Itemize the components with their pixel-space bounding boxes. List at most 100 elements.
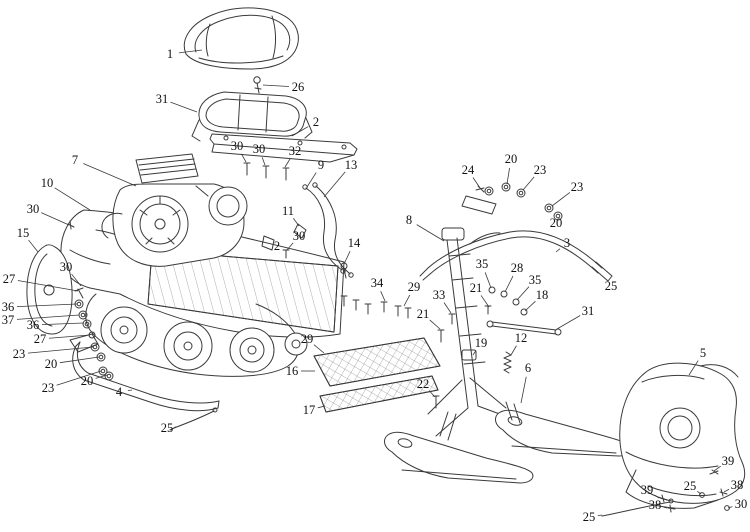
part-number-20: 20: [45, 357, 58, 371]
part-number-19: 19: [475, 336, 488, 350]
leader-line-23: [27, 346, 94, 354]
part-number-25: 25: [583, 510, 596, 524]
leader-line-8: [416, 224, 445, 242]
part-number-26: 26: [292, 80, 305, 94]
throttle-cables: [302, 182, 354, 278]
part-number-4: 4: [116, 385, 123, 399]
leader-line-23: [56, 370, 102, 386]
part-number-36: 36: [2, 300, 15, 314]
part-number-20: 20: [550, 216, 563, 230]
handlebar: [419, 230, 613, 282]
part-number-20: 20: [81, 374, 94, 388]
part-number-23: 23: [534, 163, 547, 177]
leader-line-1: [178, 49, 203, 54]
part-number-3: 3: [564, 236, 570, 250]
part-number-38: 38: [731, 478, 744, 492]
part-number-30: 30: [253, 142, 266, 156]
leader-line-38: [723, 488, 730, 493]
leader-line-39: [654, 494, 660, 499]
leader-line-6: [520, 376, 527, 404]
skis: [384, 401, 633, 484]
part-number-30: 30: [293, 229, 306, 243]
part-number-24: 24: [462, 163, 475, 177]
part-number-38: 38: [649, 498, 662, 512]
leader-line-24: [472, 177, 481, 189]
part-number-27: 27: [3, 272, 16, 286]
running-board-upper: [313, 337, 441, 387]
leader-line-36: [16, 303, 78, 308]
part-number-21: 21: [417, 307, 430, 321]
leader-line-35: [516, 286, 530, 301]
part-number-36: 36: [27, 318, 40, 332]
leader-line-30: [286, 242, 294, 251]
part-number-39: 39: [722, 454, 735, 468]
leader-line-20: [59, 356, 100, 364]
part-number-35: 35: [529, 273, 542, 287]
leader-line-26: [262, 84, 290, 87]
headlight: [659, 407, 701, 449]
part-number-23: 23: [13, 347, 26, 361]
leader-line-15: [28, 239, 39, 253]
part-number-22: 22: [417, 377, 430, 391]
leader-line-5: [688, 360, 699, 376]
leader-line-30: [71, 273, 82, 287]
part-number-37: 37: [2, 313, 15, 327]
leader-line-2: [291, 126, 309, 137]
leader-line-13: [323, 171, 346, 198]
track-assembly: [85, 293, 308, 377]
side-panel: [26, 244, 73, 335]
steering-linkage: [437, 286, 562, 374]
fairing-cable: [601, 498, 674, 517]
leader-line-22: [428, 390, 436, 398]
part-number-16: 16: [286, 364, 299, 378]
leader-line-33: [443, 302, 452, 314]
front-bumper: [69, 333, 220, 412]
leader-line-31: [556, 315, 581, 330]
part-number-14: 14: [348, 236, 361, 250]
leader-line-27: [17, 280, 79, 292]
part-number-23: 23: [571, 180, 584, 194]
top-fasteners: [243, 162, 290, 181]
leader-line-31: [170, 101, 198, 113]
part-number-25: 25: [605, 279, 618, 293]
leader-line-37: [16, 314, 80, 320]
engine: [101, 153, 248, 267]
part-number-32: 32: [289, 144, 302, 158]
fairing: [619, 362, 746, 509]
fairing-fasteners: [659, 469, 730, 513]
leader-line-17: [317, 405, 326, 409]
leader-line-30: [261, 157, 266, 166]
misc-brackets: [261, 223, 307, 259]
part-number-30: 30: [60, 260, 73, 274]
leader-line-30: [241, 153, 247, 163]
chassis-tunnel: [60, 209, 345, 338]
part-number-27: 27: [34, 332, 47, 346]
part-number-1: 1: [167, 47, 173, 61]
leader-line-27: [48, 334, 91, 339]
leader-line-30: [727, 506, 733, 509]
deck-fasteners: [340, 262, 412, 319]
part-number-11: 11: [282, 204, 294, 218]
part-number-28: 28: [511, 261, 524, 275]
leader-line-9: [306, 172, 317, 188]
leader-line-7: [83, 163, 137, 187]
part-number-30: 30: [231, 139, 244, 153]
part-number-18: 18: [536, 288, 549, 302]
seat: [183, 7, 299, 70]
part-number-39: 39: [641, 483, 654, 497]
part-number-2: 2: [313, 115, 319, 129]
leader-line-25: [697, 490, 702, 495]
part-number-25: 25: [161, 421, 174, 435]
part-number-35: 35: [476, 257, 489, 271]
part-number-9: 9: [318, 158, 324, 172]
part-number-6: 6: [525, 361, 531, 375]
leader-line-23: [551, 192, 571, 207]
leader-line-34: [380, 291, 386, 302]
rear-rack: [191, 91, 313, 142]
part-number-2: 2: [274, 239, 280, 253]
part-number-17: 17: [303, 403, 316, 417]
handlebar-fasteners: [461, 182, 563, 221]
leader-line-10: [54, 187, 91, 211]
